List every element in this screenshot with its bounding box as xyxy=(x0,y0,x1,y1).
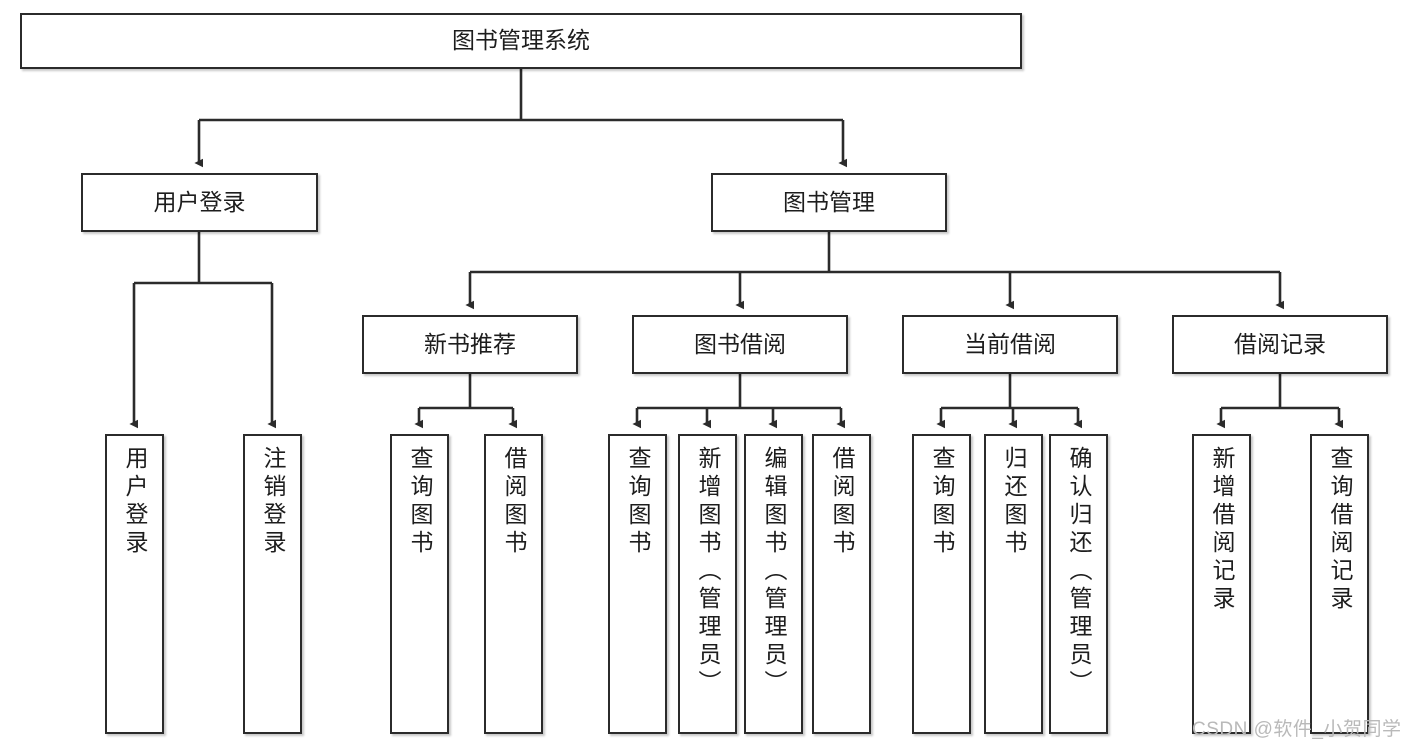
node-root-label: 图书管理系统 xyxy=(452,27,590,54)
node-leaf-query-book-1-label: 查询图书 xyxy=(407,446,433,558)
node-leaf-borrow-book-1[interactable]: 借阅图书 xyxy=(484,434,543,734)
node-book-borrow[interactable]: 图书借阅 xyxy=(632,315,848,374)
node-leaf-query-book-3-label: 查询图书 xyxy=(929,446,955,558)
node-new-book-recommend[interactable]: 新书推荐 xyxy=(362,315,578,374)
csdn-watermark: CSDN @软件_小贺同学 xyxy=(1192,719,1402,740)
node-borrow-record[interactable]: 借阅记录 xyxy=(1172,315,1388,374)
node-leaf-add-book[interactable]: 新增图书（管理员） xyxy=(678,434,737,734)
node-leaf-confirm-return-label: 确认归还（管理员） xyxy=(1066,446,1092,698)
node-leaf-query-book-2[interactable]: 查询图书 xyxy=(608,434,667,734)
node-book-borrow-label: 图书借阅 xyxy=(694,330,786,357)
node-user-login-label: 用户登录 xyxy=(153,188,246,215)
node-leaf-edit-book-label: 编辑图书（管理员） xyxy=(761,446,787,698)
node-borrow-record-label: 借阅记录 xyxy=(1234,330,1326,357)
node-book-manage-label: 图书管理 xyxy=(783,188,875,215)
node-leaf-query-book-2-label: 查询图书 xyxy=(625,446,651,558)
node-leaf-add-record[interactable]: 新增借阅记录 xyxy=(1192,434,1251,734)
node-leaf-add-record-label: 新增借阅记录 xyxy=(1209,446,1235,614)
node-leaf-query-record-label: 查询借阅记录 xyxy=(1327,446,1353,614)
node-leaf-confirm-return[interactable]: 确认归还（管理员） xyxy=(1049,434,1108,734)
node-leaf-add-book-label: 新增图书（管理员） xyxy=(695,446,721,698)
node-leaf-borrow-book-1-label: 借阅图书 xyxy=(501,446,527,558)
node-root[interactable]: 图书管理系统 xyxy=(20,13,1022,69)
node-user-login[interactable]: 用户登录 xyxy=(81,173,318,232)
node-leaf-user-login[interactable]: 用户登录 xyxy=(105,434,164,734)
node-current-borrow-label: 当前借阅 xyxy=(964,330,1056,357)
node-leaf-return-book[interactable]: 归还图书 xyxy=(984,434,1043,734)
node-leaf-logout-label: 注销登录 xyxy=(260,446,286,558)
node-leaf-return-book-label: 归还图书 xyxy=(1001,446,1027,558)
node-leaf-edit-book[interactable]: 编辑图书（管理员） xyxy=(744,434,803,734)
node-leaf-borrow-book-2[interactable]: 借阅图书 xyxy=(812,434,871,734)
node-leaf-logout[interactable]: 注销登录 xyxy=(243,434,302,734)
node-new-book-recommend-label: 新书推荐 xyxy=(424,330,516,357)
node-leaf-query-book-1[interactable]: 查询图书 xyxy=(390,434,449,734)
node-leaf-query-book-3[interactable]: 查询图书 xyxy=(912,434,971,734)
node-leaf-borrow-book-2-label: 借阅图书 xyxy=(829,446,855,558)
node-leaf-user-login-label: 用户登录 xyxy=(122,446,148,558)
node-current-borrow[interactable]: 当前借阅 xyxy=(902,315,1118,374)
node-book-manage[interactable]: 图书管理 xyxy=(711,173,947,232)
node-leaf-query-record[interactable]: 查询借阅记录 xyxy=(1310,434,1369,734)
